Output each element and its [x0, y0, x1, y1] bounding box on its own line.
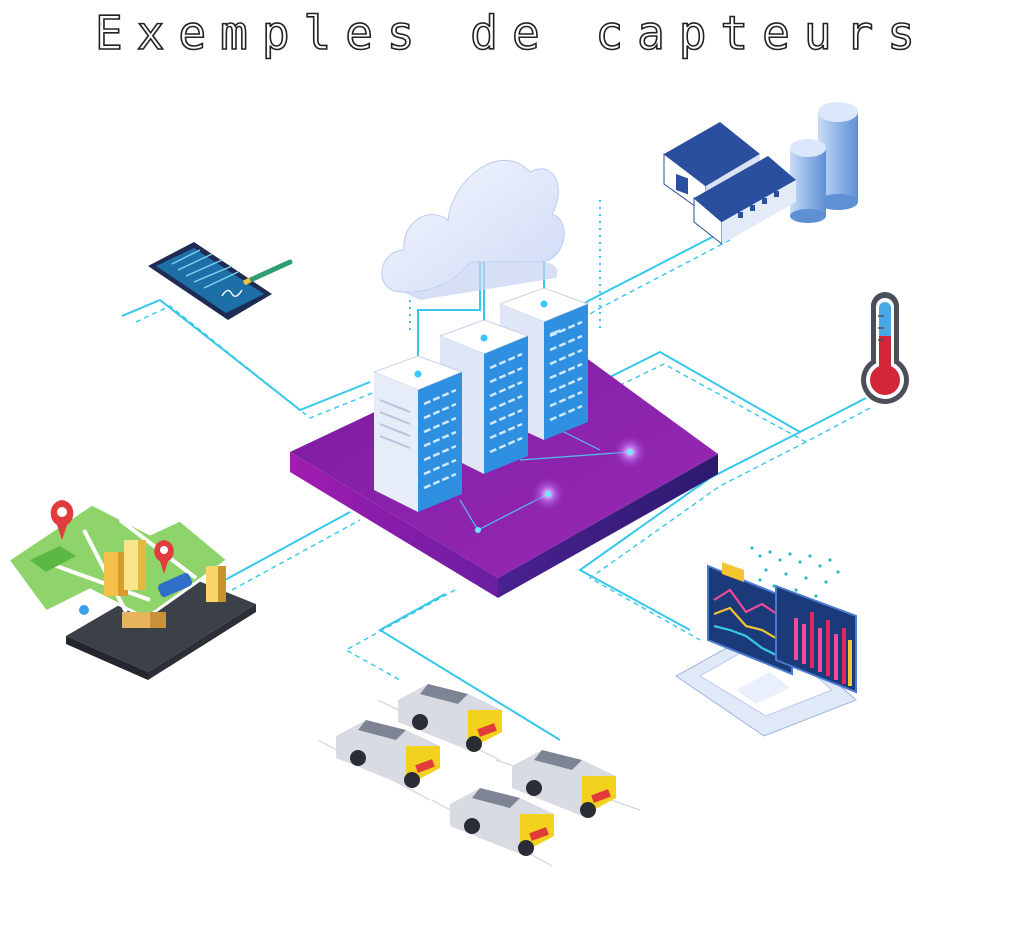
server-rack-icon: [372, 287, 590, 512]
smartphone-map-icon: [5, 500, 256, 680]
page-title: Exemples de capteurs: [94, 5, 929, 61]
parking-cars-icon: [317, 684, 641, 867]
farm-silo-icon: [663, 102, 858, 246]
cloud-icon: [381, 159, 565, 300]
tablet-signature-icon: [148, 242, 293, 320]
thermometer-icon: [861, 292, 909, 404]
laptop-analytics-icon: [675, 546, 857, 737]
